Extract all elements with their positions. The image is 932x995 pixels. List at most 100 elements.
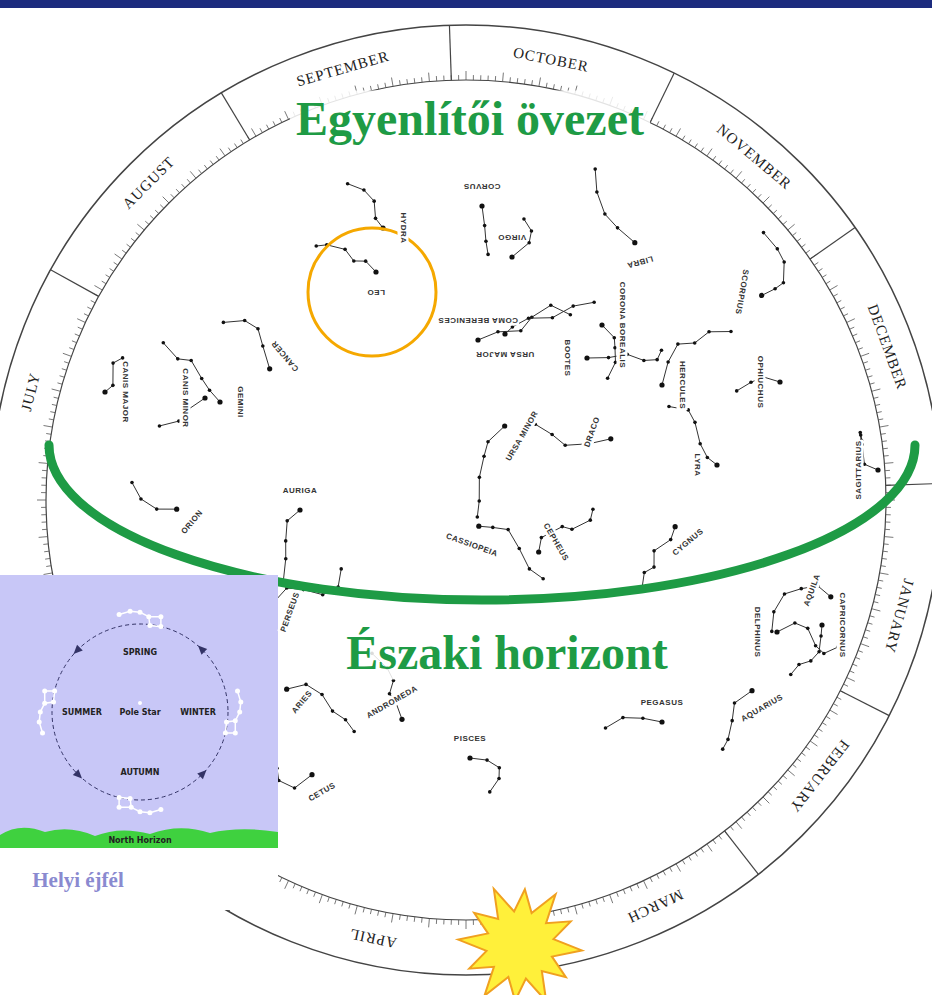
tick-mark	[858, 348, 863, 350]
star-dot	[121, 356, 125, 360]
tick-mark	[877, 412, 882, 413]
star-dot	[344, 718, 348, 722]
tick-mark	[43, 543, 48, 545]
tick-mark	[725, 165, 728, 169]
tick-mark	[863, 362, 868, 364]
tick-mark	[509, 77, 511, 82]
star-dot	[693, 341, 697, 345]
tick-mark	[487, 76, 488, 81]
tick-mark	[596, 899, 598, 904]
tick-mark	[406, 79, 408, 84]
tick-mark	[682, 860, 685, 864]
tick-mark	[84, 314, 88, 316]
tick-mark	[131, 238, 135, 241]
constellation-line	[283, 510, 300, 581]
star-dot	[603, 212, 607, 216]
star-dot	[772, 610, 776, 614]
tick-mark	[885, 470, 890, 471]
tick-mark	[881, 565, 886, 567]
tick-mark	[64, 362, 69, 364]
tick-mark	[399, 80, 401, 85]
constellation-label: URSA MAJOR	[475, 349, 535, 360]
tick-mark	[466, 920, 467, 929]
constellation-label: GEMINI	[235, 385, 246, 418]
tick-mark	[763, 197, 769, 203]
star-dot	[782, 260, 786, 264]
constellation-label: CANIS MAJOR	[120, 360, 131, 424]
star-dot	[706, 456, 710, 460]
star-dot	[346, 182, 350, 186]
star-dot	[814, 644, 818, 648]
star-dot	[320, 693, 324, 697]
tick-mark	[719, 835, 722, 839]
star-dot	[479, 203, 484, 208]
star-dot	[284, 687, 289, 692]
tick-mark	[840, 307, 844, 309]
tick-mark	[850, 327, 855, 329]
tick-mark	[657, 874, 659, 878]
constellation-label: LYRA	[692, 452, 703, 477]
tick-mark	[285, 881, 289, 889]
tick-mark	[752, 189, 755, 193]
constellation-line	[477, 426, 504, 517]
tick-mark	[747, 812, 750, 816]
month-divider	[51, 270, 99, 297]
tick-mark	[495, 76, 496, 81]
tick-mark	[747, 184, 750, 188]
tick-mark	[436, 919, 437, 924]
tick-mark	[663, 871, 665, 875]
tick-mark	[797, 759, 801, 762]
tick-mark	[52, 389, 61, 391]
big-dipper-star	[51, 700, 56, 705]
star-dot	[749, 380, 753, 384]
tick-mark	[575, 906, 577, 915]
constellation-label: DELPHINUS	[752, 606, 763, 659]
tick-mark	[689, 140, 692, 144]
tick-mark	[110, 269, 114, 272]
tick-mark	[122, 250, 126, 253]
orbit-arrow	[73, 769, 82, 778]
tick-mark	[837, 300, 841, 302]
star-dot	[549, 303, 553, 307]
star-dot	[517, 547, 521, 551]
big-dipper-star	[42, 689, 47, 694]
tick-mark	[145, 221, 149, 224]
tick-mark	[623, 889, 625, 894]
tick-mark	[473, 920, 474, 925]
tick-mark	[392, 78, 394, 87]
star-dot	[496, 330, 500, 334]
tick-mark	[865, 630, 870, 632]
star-dot	[339, 567, 343, 571]
tick-mark	[106, 275, 110, 278]
tick-mark	[136, 233, 140, 236]
tick-mark	[837, 697, 841, 699]
tick-mark	[758, 802, 761, 806]
star-dot	[155, 507, 159, 511]
tick-mark	[830, 286, 838, 291]
tick-mark	[560, 909, 561, 914]
star-dot	[584, 355, 589, 360]
inset-label: SUMMER	[62, 708, 102, 717]
star-dot	[102, 389, 107, 394]
tick-mark	[473, 75, 474, 80]
tick-mark	[399, 915, 401, 920]
tick-mark	[886, 514, 891, 515]
tick-mark	[853, 664, 858, 666]
star-dot	[592, 301, 596, 305]
tick-mark	[589, 902, 590, 907]
star-dot	[569, 313, 573, 317]
star-dot	[467, 755, 472, 760]
tick-mark	[328, 897, 330, 902]
big-dipper-star	[128, 609, 133, 614]
inset-label: SPRING	[123, 648, 157, 657]
star-dot	[632, 240, 637, 245]
star-dot	[593, 167, 597, 171]
constellation-label: CAPRICORNUS	[837, 591, 848, 658]
tick-mark	[41, 485, 46, 486]
tick-mark	[190, 171, 196, 178]
star-dot	[563, 443, 567, 447]
star-dot	[352, 259, 356, 263]
tick-mark	[414, 78, 416, 83]
star-dot	[735, 389, 739, 393]
